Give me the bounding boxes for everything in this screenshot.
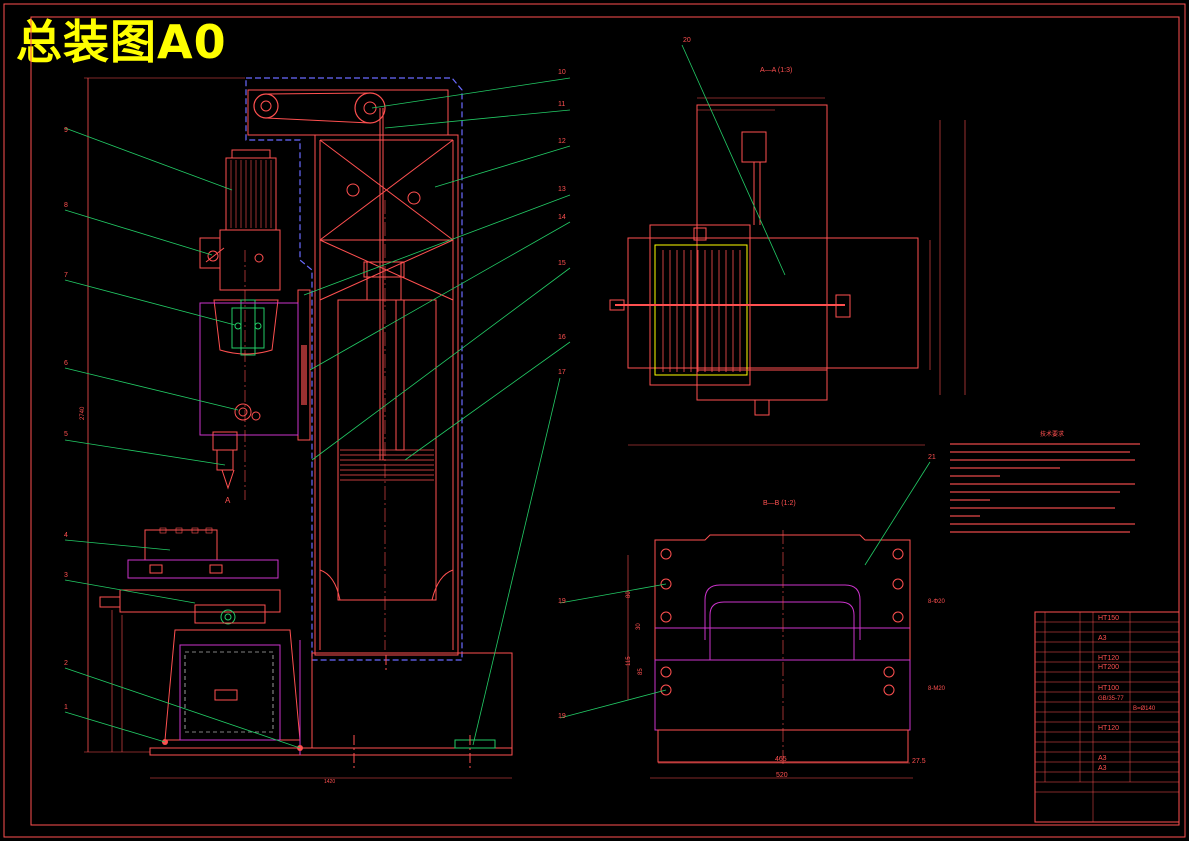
part-label-19-upper: 19	[558, 598, 566, 605]
bom-material-5: HT100	[1098, 685, 1119, 692]
bill-of-materials: HT150 A3 HT120 HT200 HT100 GB/35-77 B=Ø1…	[1034, 611, 1180, 823]
bom-material-2: A3	[1098, 635, 1107, 642]
part-label-16: 16	[558, 334, 566, 341]
part-label-7: 7	[64, 272, 68, 279]
part-label-3: 3	[64, 572, 68, 579]
part-label-4: 4	[64, 532, 68, 539]
part-label-9: 9	[64, 127, 68, 134]
bom-material-8: HT120	[1098, 725, 1119, 732]
dim-bb-115: 115	[626, 656, 632, 666]
dim-bb-465: 465	[775, 756, 787, 763]
main-elevation-view: 2740 1420	[80, 77, 513, 785]
part-label-5: 5	[64, 431, 68, 438]
part-label-20: 20	[683, 37, 691, 44]
dim-bb-520: 520	[776, 772, 788, 779]
part-label-10: 10	[558, 69, 566, 76]
part-label-1: 1	[64, 704, 68, 711]
dim-bb-27-5: 27.5	[912, 758, 926, 765]
dim-bb-80: 80	[626, 591, 632, 598]
svg-text:A: A	[225, 496, 231, 505]
part-label-11: 11	[558, 101, 565, 108]
section-aa-view: A—A (1:3)	[609, 67, 966, 446]
part-label-14: 14	[558, 214, 566, 221]
part-label-17: 17	[558, 369, 566, 376]
bom-material-9: A3	[1098, 755, 1107, 762]
note-holes-upper: 8-Φ20	[928, 599, 945, 605]
bom-material-6: GB/35-77	[1098, 696, 1124, 702]
bom-material-7: B=Ø140	[1133, 706, 1156, 712]
drawing-title: 总装图A0	[16, 15, 227, 69]
part-label-6: 6	[64, 360, 68, 367]
part-label-2: 2	[64, 660, 68, 667]
part-label-15: 15	[558, 260, 566, 267]
section-bb-view: B—B (1:2) 80 30 115 85 465 520 27.5 8-Φ2…	[626, 500, 946, 779]
dim-bb-30: 30	[636, 623, 642, 630]
tech-req-heading: 技术要求	[1040, 430, 1064, 438]
sheet-outer-border	[3, 3, 1186, 838]
dim-overall-width: 1420	[324, 779, 335, 785]
part-label-12: 12	[558, 138, 566, 145]
part-label-19-lower: 19	[558, 713, 566, 720]
part-label-13: 13	[558, 186, 566, 193]
leader-lines	[64, 44, 931, 749]
section-aa-label: A—A (1:3)	[760, 67, 792, 74]
technical-requirements: 技术要求	[950, 430, 1140, 533]
dim-bb-85: 85	[638, 668, 644, 675]
sheet-inner-border	[30, 16, 1180, 826]
bom-material-4: HT200	[1098, 664, 1119, 671]
section-bb-label: B—B (1:2)	[763, 500, 796, 507]
note-holes-lower: 8-M20	[928, 686, 946, 692]
part-label-21: 21	[928, 454, 936, 461]
bom-material-1: HT150	[1098, 615, 1119, 622]
part-number-labels: 9 8 7 6 5 4 3 2 1 10 11 12 13 14 15 16 1…	[64, 37, 936, 720]
bom-material-10: A3	[1098, 765, 1107, 772]
dim-overall-height: 2740	[80, 406, 86, 420]
bom-material-3: HT120	[1098, 655, 1119, 662]
part-label-8: 8	[64, 202, 68, 209]
